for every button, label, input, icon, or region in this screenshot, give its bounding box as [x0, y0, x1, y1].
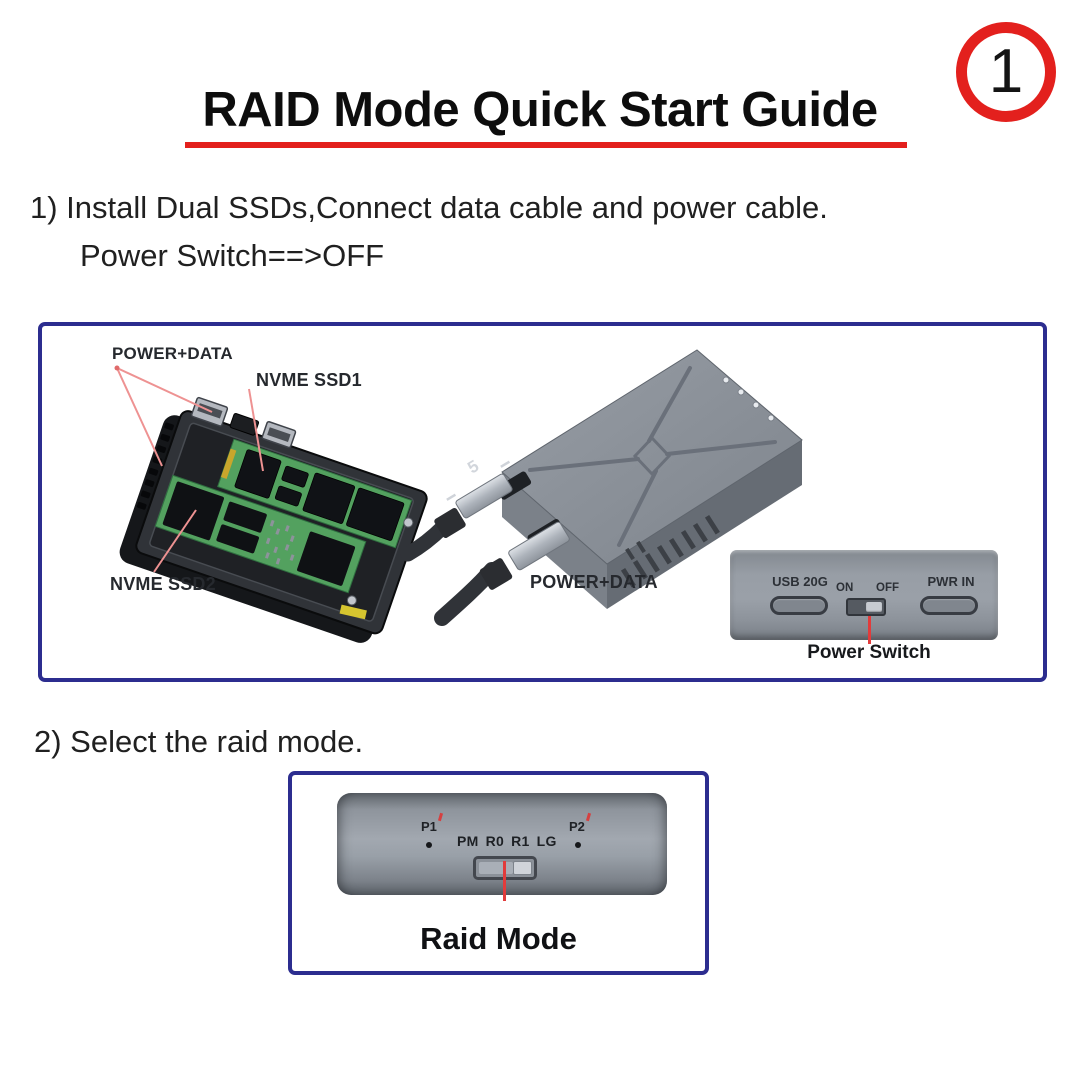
page-title: RAID Mode Quick Start Guide — [202, 83, 878, 137]
nvme-ssd1-drive — [217, 438, 413, 549]
step1-instruction-line2: Power Switch==>OFF — [80, 238, 385, 273]
usb-20g-port — [770, 596, 828, 615]
figure1-illustration: 5 — [114, 349, 803, 643]
port2-red-tick — [585, 812, 592, 822]
raid-mode-caption: Raid Mode — [420, 921, 577, 956]
figure2-raid-mode: P1 PM R0 R1 LG P2 Raid Mode — [288, 771, 709, 975]
callout-nvme-ssd2: NVME SSD2 — [110, 574, 216, 594]
side-vents — [136, 422, 174, 510]
raid-switch-slot — [479, 862, 513, 874]
mode-pm: PM — [457, 833, 479, 849]
power-switch-knob — [866, 602, 882, 612]
step1-instruction: 1) Install Dual SSDs,Connect data cable … — [30, 190, 828, 225]
device-logo-mark: 5 — [464, 456, 482, 477]
callout-power-data-top: POWER+DATA — [112, 344, 233, 363]
data-power-cables — [400, 473, 570, 626]
callout-nvme-ssd1: NVME SSD1 — [256, 370, 362, 390]
raid-mode-panel-photo: P1 PM R0 R1 LG P2 — [337, 793, 667, 895]
rear-panel-photo: USB 20G ON OFF PWR IN — [730, 550, 998, 640]
switch-on-label: ON — [836, 582, 854, 594]
raid-mode-pointer-line — [503, 861, 506, 901]
power-in-label: PWR IN — [927, 574, 975, 589]
nvme-ssd2-drive — [154, 474, 367, 594]
port1-led — [426, 842, 432, 848]
title-underline — [185, 142, 907, 148]
mode-lg: LG — [536, 833, 557, 849]
smd-components — [265, 519, 295, 565]
led-indicators — [722, 376, 775, 422]
port2-led — [575, 842, 581, 848]
step2-instruction: 2) Select the raid mode. — [34, 724, 364, 759]
switch-off-label: OFF — [876, 582, 899, 594]
usb-port-label: USB 20G — [772, 574, 828, 589]
port1-red-tick — [437, 812, 444, 822]
mode-r1: R1 — [511, 833, 530, 849]
x-pattern — [528, 366, 777, 547]
callout-lines — [114, 365, 264, 573]
port2-label: P2 — [569, 819, 585, 834]
open-enclosure-photo — [119, 396, 428, 643]
power-switch-caption: Power Switch — [807, 642, 931, 663]
raid-mode-labels: PM R0 R1 LG — [457, 833, 564, 849]
figure1-install-ssds: 5 — [38, 322, 1047, 682]
side-vent-slots — [620, 514, 720, 588]
port1-label: P1 — [421, 819, 437, 834]
page-number-badge: 1 — [956, 22, 1056, 122]
closed-enclosure-photo: 5 — [400, 349, 803, 626]
mode-r0: R0 — [485, 833, 505, 849]
pwr-in-port — [920, 596, 978, 615]
power-switch — [846, 598, 886, 616]
raid-switch-knob — [513, 861, 532, 875]
callout-power-data-bottom: POWER+DATA — [530, 572, 658, 592]
page-number: 1 — [988, 37, 1024, 106]
power-switch-pointer-line — [868, 616, 871, 644]
